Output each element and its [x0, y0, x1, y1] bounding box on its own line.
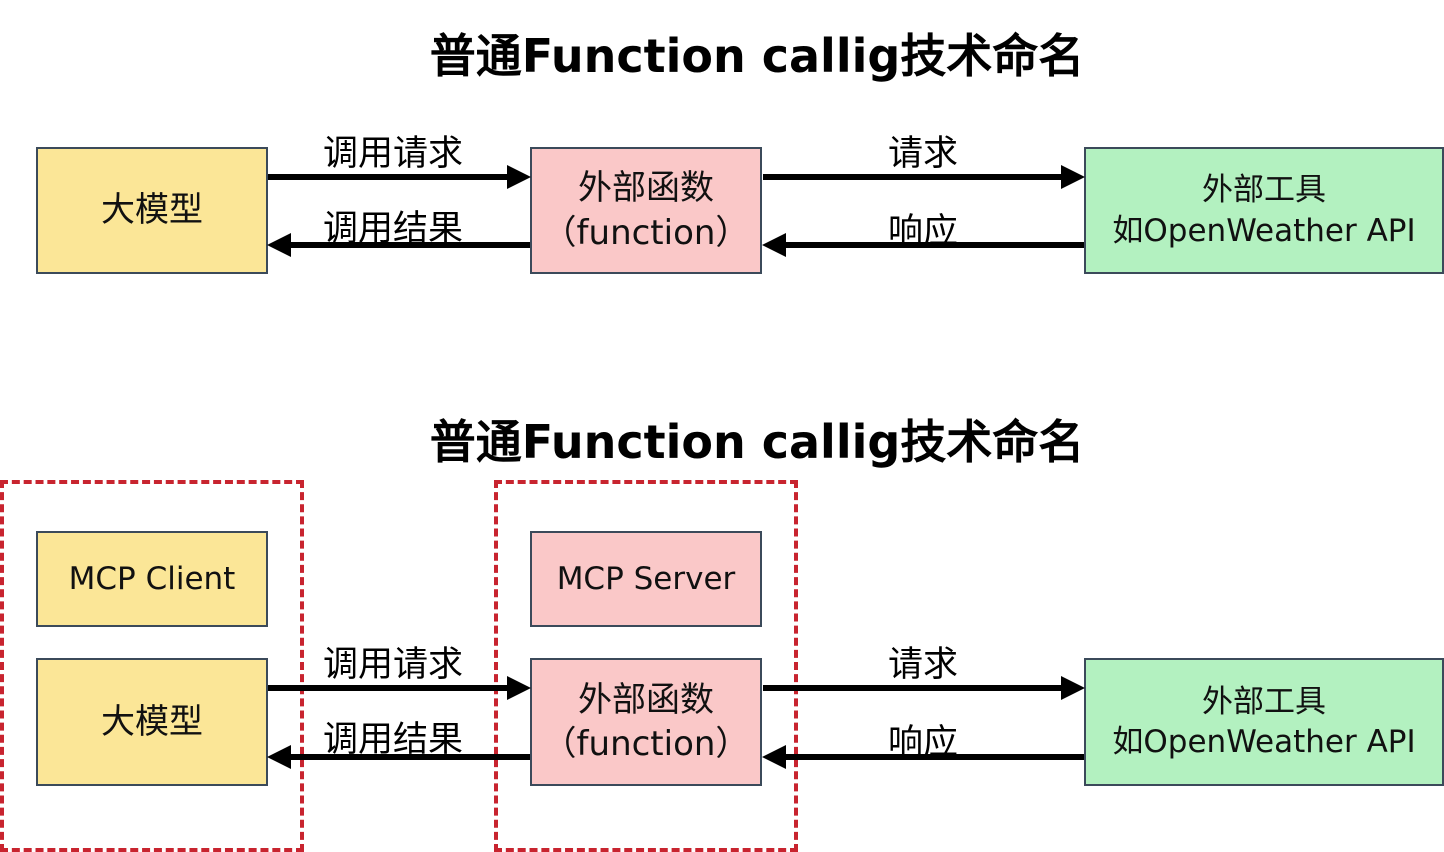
tool-example-label: 如OpenWeather API [1112, 724, 1416, 760]
external-function-label: 外部函数 [578, 168, 714, 209]
function-sublabel: （function） [542, 724, 750, 764]
external-function-label: 外部函数 [578, 679, 714, 720]
external-tool-label: 外部工具 [1202, 172, 1326, 209]
mcp-client-box: MCP Client [36, 531, 268, 627]
tool-example-label: 如OpenWeather API [1112, 212, 1416, 249]
large-model-box: 大模型 [36, 147, 268, 274]
request-label: 请求 [888, 134, 959, 174]
large-model-label: 大模型 [101, 190, 203, 231]
mcp-client-label: MCP Client [68, 560, 236, 597]
external-function-box: 外部函数 （function） [530, 147, 762, 274]
call-request-label: 调用请求 [323, 645, 464, 685]
request-label: 请求 [888, 645, 959, 685]
large-model-box: 大模型 [36, 658, 268, 786]
function-sublabel: （function） [542, 212, 750, 253]
call-request-label: 调用请求 [323, 134, 464, 174]
mcp-server-label: MCP Server [556, 560, 736, 597]
diagram-title-bottom: 普通Function callig技术命名 [429, 415, 1085, 469]
external-tool-label: 外部工具 [1202, 683, 1326, 720]
diagram-title-top: 普通Function callig技术命名 [429, 29, 1085, 83]
large-model-label: 大模型 [101, 701, 203, 742]
mcp-server-box: MCP Server [530, 531, 762, 627]
external-tool-box: 外部工具 如OpenWeather API [1084, 147, 1444, 274]
external-function-box: 外部函数 （function） [530, 658, 762, 786]
external-tool-box: 外部工具 如OpenWeather API [1084, 658, 1444, 786]
call-result-label: 调用结果 [323, 720, 464, 760]
